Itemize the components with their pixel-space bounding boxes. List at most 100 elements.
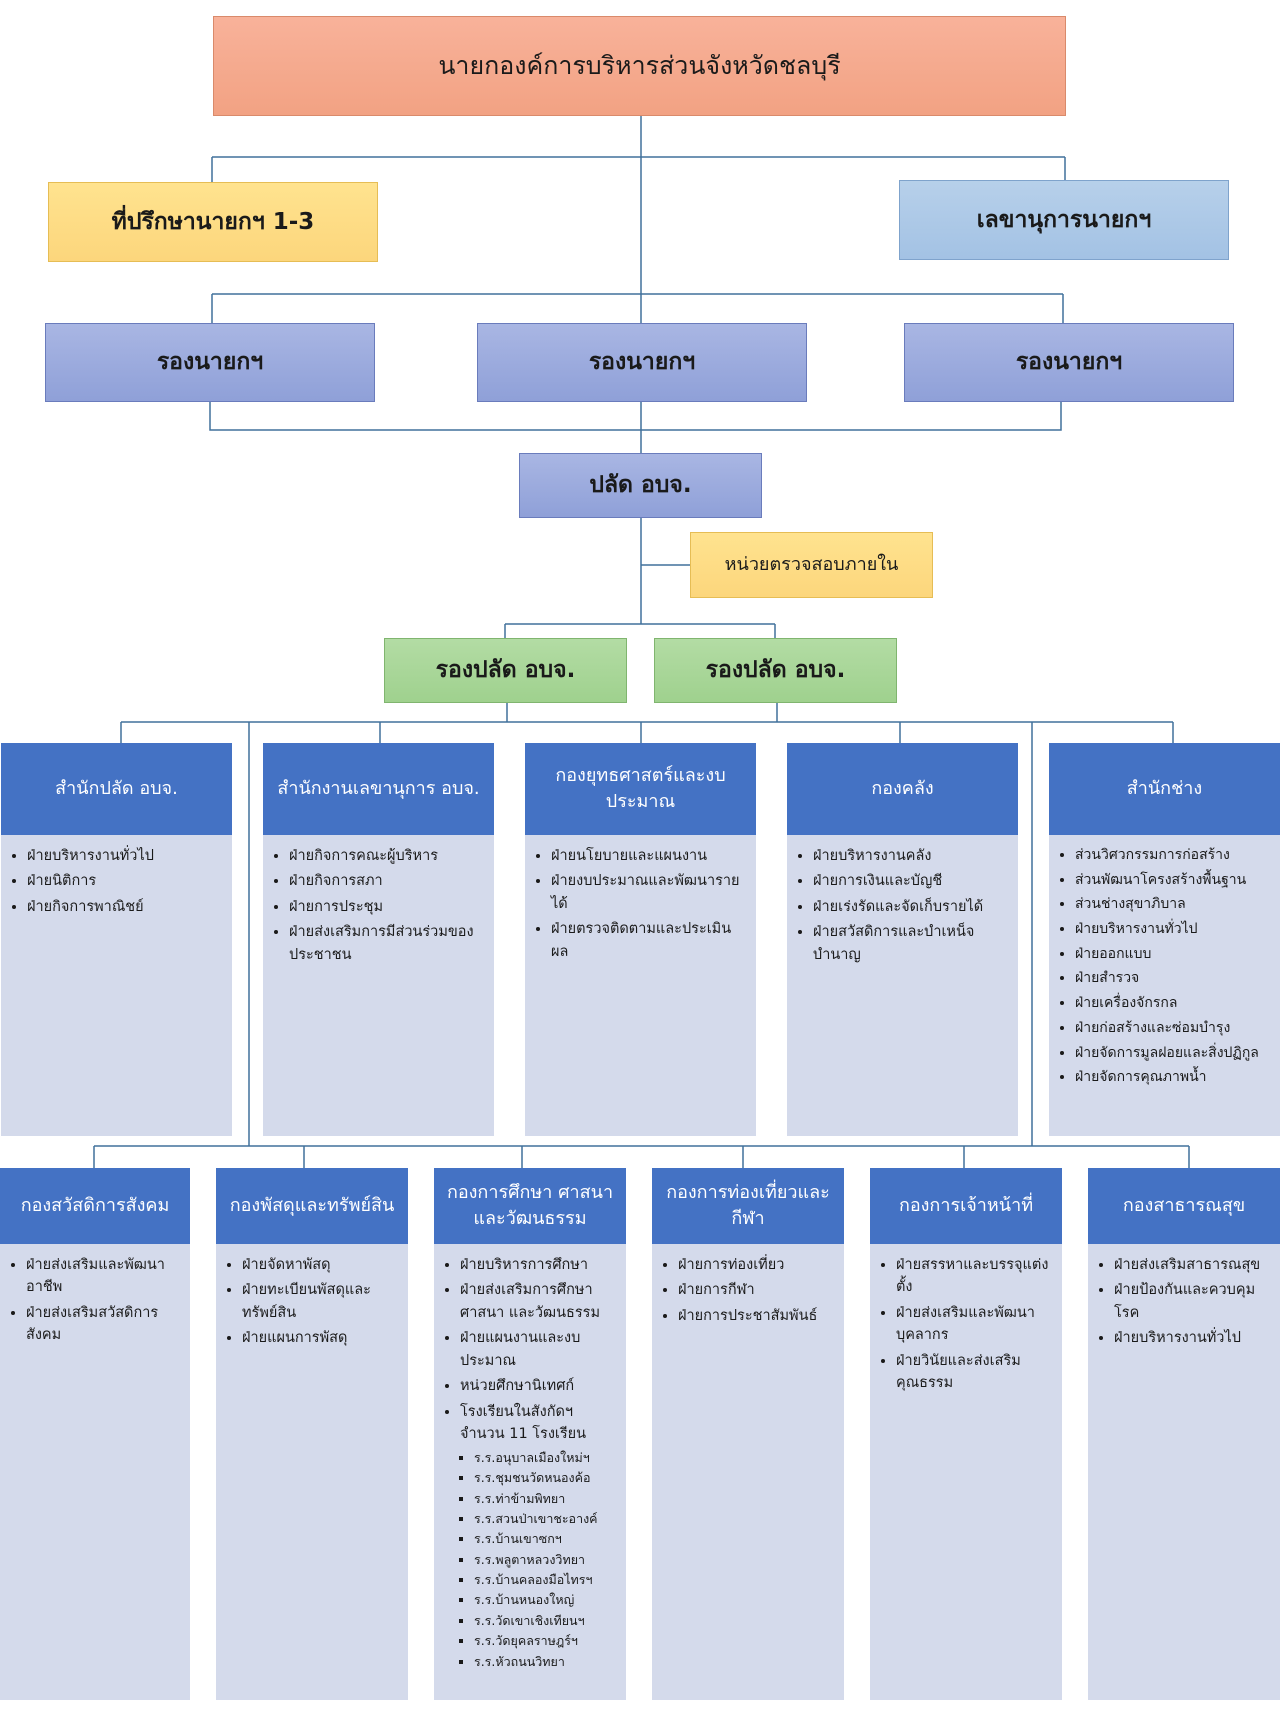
department-body: ฝ่ายส่งเสริมและพัฒนาอาชีพ ฝ่ายส่งเสริมสว… — [0, 1244, 190, 1700]
list-item: ฝ่ายส่งเสริมและพัฒนาบุคลากร — [896, 1302, 1054, 1347]
list-item: ฝ่ายทะเบียนพัสดุและทรัพย์สิน — [242, 1279, 400, 1324]
school-item: ร.ร.วัดเขาเชิงเทียนฯ — [474, 1611, 618, 1630]
advisor-label: ที่ปรึกษานายกฯ 1-3 — [111, 208, 315, 235]
list-item: หน่วยศึกษานิเทศก์ — [460, 1375, 618, 1397]
list-item: ฝ่ายกิจการสภา — [289, 870, 486, 892]
list-item: โรงเรียนในสังกัดฯ จำนวน 11 โรงเรียน ร.ร.… — [460, 1401, 618, 1671]
department-title: กองการเจ้าหน้าที่ — [870, 1168, 1062, 1244]
list-item: ฝ่ายออกแบบ — [1075, 944, 1276, 966]
department-education-religion-culture: กองการศึกษา ศาสนาและวัฒนธรรม ฝ่ายบริหารก… — [434, 1168, 626, 1700]
list-item: ฝ่ายจัดการมูลฝอยและสิ่งปฏิกูล — [1075, 1043, 1276, 1065]
list-item: ฝ่ายการประชาสัมพันธ์ — [678, 1305, 836, 1327]
list-item: ฝ่ายเร่งรัดและจัดเก็บรายได้ — [813, 896, 1010, 918]
list-item: ฝ่ายสวัสดิการและบำเหน็จบำนาญ — [813, 921, 1010, 966]
school-item: ร.ร.ชุมชนวัดหนองค้อ — [474, 1468, 618, 1487]
department-title: กองคลัง — [787, 743, 1018, 835]
vice-mayor-box-2: รองนายกฯ — [477, 323, 807, 402]
department-finance: กองคลัง ฝ่ายบริหารงานคลัง ฝ่ายการเงินและ… — [787, 743, 1018, 1136]
department-title: กองสาธารณสุข — [1088, 1168, 1280, 1244]
list-item: ฝ่ายบริหารงานทั่วไป — [1075, 919, 1276, 941]
department-title: กองสวัสดิการสังคม — [0, 1168, 190, 1244]
list-item: ฝ่ายสำรวจ — [1075, 968, 1276, 990]
list-item: ฝ่ายป้องกันและควบคุมโรค — [1114, 1279, 1272, 1324]
department-title: สำนักช่าง — [1049, 743, 1280, 835]
department-supplies-assets: กองพัสดุและทรัพย์สิน ฝ่ายจัดหาพัสดุ ฝ่าย… — [216, 1168, 408, 1700]
list-item: ฝ่ายแผนงานและงบประมาณ — [460, 1327, 618, 1372]
secretary-label: เลขานุการนายกฯ — [976, 206, 1152, 233]
department-title: กองพัสดุและทรัพย์สิน — [216, 1168, 408, 1244]
department-secretariat-office: สำนักงานเลขานุการ อบจ. ฝ่ายกิจการคณะผู้บ… — [263, 743, 494, 1136]
list-item: ฝ่ายการประชุม — [289, 896, 486, 918]
deputy-secretary-box-1: รองปลัด อบจ. — [384, 638, 627, 703]
list-item: ฝ่ายสรรหาและบรรจุแต่งตั้ง — [896, 1254, 1054, 1299]
list-item: ฝ่ายการท่องเที่ยว — [678, 1254, 836, 1276]
vice-mayor-label: รองนายกฯ — [156, 349, 264, 376]
vice-mayor-box-1: รองนายกฯ — [45, 323, 375, 402]
list-item: ฝ่ายตรวจติดตามและประเมินผล — [551, 918, 748, 963]
department-body: ฝ่ายการท่องเที่ยว ฝ่ายการกีฬา ฝ่ายการประ… — [652, 1244, 844, 1700]
department-public-health: กองสาธารณสุข ฝ่ายส่งเสริมสาธารณสุข ฝ่ายป… — [1088, 1168, 1280, 1700]
school-item: ร.ร.อนุบาลเมืองใหม่ฯ — [474, 1448, 618, 1467]
vice-mayor-label: รองนายกฯ — [1015, 349, 1123, 376]
vice-mayor-label: รองนายกฯ — [588, 349, 696, 376]
deputy-secretary-box-2: รองปลัด อบจ. — [654, 638, 897, 703]
department-body: ฝ่ายกิจการคณะผู้บริหาร ฝ่ายกิจการสภา ฝ่า… — [263, 835, 494, 1136]
list-item: ฝ่ายส่งเสริมและพัฒนาอาชีพ — [26, 1254, 182, 1299]
school-item: ร.ร.บ้านเขาซกฯ — [474, 1529, 618, 1548]
list-item: ฝ่ายกิจการพาณิชย์ — [27, 896, 224, 918]
list-item: ฝ่ายจัดหาพัสดุ — [242, 1254, 400, 1276]
list-item: ฝ่ายแผนการพัสดุ — [242, 1327, 400, 1349]
school-item: ร.ร.หัวถนนวิทยา — [474, 1652, 618, 1671]
list-item: ฝ่ายส่งเสริมการมีส่วนร่วมของประชาชน — [289, 921, 486, 966]
internal-audit-box: หน่วยตรวจสอบภายใน — [690, 532, 933, 598]
secretary-box: เลขานุการนายกฯ — [899, 180, 1229, 260]
department-tourism-sports: กองการท่องเที่ยวและกีฬา ฝ่ายการท่องเที่ย… — [652, 1168, 844, 1700]
list-item: ฝ่ายการเงินและบัญชี — [813, 870, 1010, 892]
school-item: ร.ร.วัดยุคลราษฎร์ฯ — [474, 1631, 618, 1650]
school-item: ร.ร.บ้านหนองใหญ่ — [474, 1590, 618, 1609]
department-social-welfare: กองสวัสดิการสังคม ฝ่ายส่งเสริมและพัฒนาอา… — [0, 1168, 190, 1700]
internal-audit-label: หน่วยตรวจสอบภายใน — [724, 553, 899, 575]
list-item: ฝ่ายนโยบายและแผนงาน — [551, 845, 748, 867]
list-item: ฝ่ายการกีฬา — [678, 1279, 836, 1301]
permanent-secretary-label: ปลัด อบจ. — [589, 472, 692, 499]
list-item: ฝ่ายก่อสร้างและซ่อมบำรุง — [1075, 1018, 1276, 1040]
department-title: สำนักงานเลขานุการ อบจ. — [263, 743, 494, 835]
chief-executive-box: นายกองค์การบริหารส่วนจังหวัดชลบุรี — [213, 16, 1066, 116]
list-item: ฝ่ายวินัยและส่งเสริมคุณธรรม — [896, 1350, 1054, 1395]
list-item: ฝ่ายเครื่องจักรกล — [1075, 993, 1276, 1015]
list-item: ฝ่ายนิติการ — [27, 870, 224, 892]
list-item: ฝ่ายบริหารงานทั่วไป — [1114, 1327, 1272, 1349]
department-body: ฝ่ายสรรหาและบรรจุแต่งตั้ง ฝ่ายส่งเสริมแล… — [870, 1244, 1062, 1700]
list-item: ฝ่ายกิจการคณะผู้บริหาร — [289, 845, 486, 867]
permanent-secretary-box: ปลัด อบจ. — [519, 453, 762, 518]
list-item: ส่วนพัฒนาโครงสร้างพื้นฐาน — [1075, 870, 1276, 892]
list-item: ฝ่ายบริหารงานทั่วไป — [27, 845, 224, 867]
school-item: ร.ร.สวนป่าเขาชะอางค์ — [474, 1509, 618, 1528]
department-body: ฝ่ายบริหารงานทั่วไป ฝ่ายนิติการ ฝ่ายกิจก… — [1, 835, 232, 1136]
deputy-secretary-label: รองปลัด อบจ. — [705, 657, 846, 684]
department-body: ฝ่ายบริหารงานคลัง ฝ่ายการเงินและบัญชี ฝ่… — [787, 835, 1018, 1136]
chief-executive-label: นายกองค์การบริหารส่วนจังหวัดชลบุรี — [438, 51, 841, 81]
department-body: ฝ่ายจัดหาพัสดุ ฝ่ายทะเบียนพัสดุและทรัพย์… — [216, 1244, 408, 1700]
list-item: ฝ่ายจัดการคุณภาพน้ำ — [1075, 1067, 1276, 1089]
department-title: กองการศึกษา ศาสนาและวัฒนธรรม — [434, 1168, 626, 1244]
department-personnel: กองการเจ้าหน้าที่ ฝ่ายสรรหาและบรรจุแต่งต… — [870, 1168, 1062, 1700]
department-body: ฝ่ายนโยบายและแผนงาน ฝ่ายงบประมาณและพัฒนา… — [525, 835, 756, 1136]
list-item: ฝ่ายส่งเสริมสวัสดิการสังคม — [26, 1302, 182, 1347]
vice-mayor-box-3: รองนายกฯ — [904, 323, 1234, 402]
school-item: ร.ร.พลูตาหลวงวิทยา — [474, 1550, 618, 1569]
list-item: ฝ่ายบริหารงานคลัง — [813, 845, 1010, 867]
department-office-of-permanent-secretary: สำนักปลัด อบจ. ฝ่ายบริหารงานทั่วไป ฝ่ายน… — [1, 743, 232, 1136]
deputy-secretary-label: รองปลัด อบจ. — [435, 657, 576, 684]
list-item: ฝ่ายงบประมาณและพัฒนารายได้ — [551, 870, 748, 915]
department-body: ฝ่ายส่งเสริมสาธารณสุข ฝ่ายป้องกันและควบค… — [1088, 1244, 1280, 1700]
department-body: ส่วนวิศวกรรมการก่อสร้าง ส่วนพัฒนาโครงสร้… — [1049, 835, 1280, 1136]
list-item: ฝ่ายส่งเสริมการศึกษา ศาสนา และวัฒนธรรม — [460, 1279, 618, 1324]
department-title: กองการท่องเที่ยวและกีฬา — [652, 1168, 844, 1244]
school-item: ร.ร.บ้านคลองมือไทรฯ — [474, 1570, 618, 1589]
list-item: ส่วนช่างสุขาภิบาล — [1075, 894, 1276, 916]
department-strategy-budget: กองยุทธศาสตร์และงบประมาณ ฝ่ายนโยบายและแผ… — [525, 743, 756, 1136]
list-item: ส่วนวิศวกรรมการก่อสร้าง — [1075, 845, 1276, 867]
